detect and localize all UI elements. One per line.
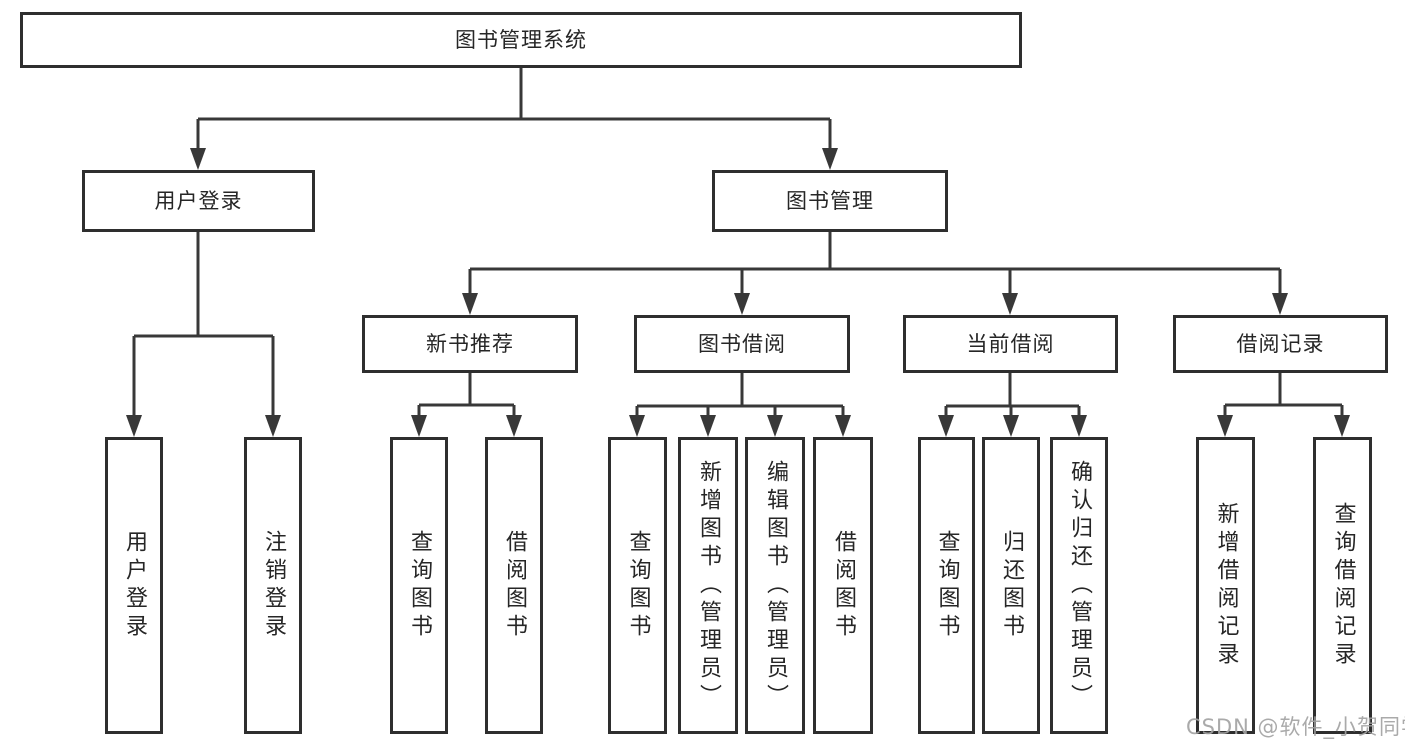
leaf-query-borrow-record: 查询借阅记录 xyxy=(1313,437,1372,734)
connector-newbook-branch xyxy=(417,373,516,417)
leaf-return-books: 归还图书 xyxy=(982,437,1040,734)
arrowheads xyxy=(126,148,1350,437)
leaf-confirm-return-admin: 确认归还（管理员） xyxy=(1050,437,1108,734)
leaf-add-books-admin: 新增图书（管理员） xyxy=(678,437,738,734)
arrow-down-icon xyxy=(835,415,851,437)
arrow-down-icon xyxy=(1334,415,1350,437)
node-book-borrow: 图书借阅 xyxy=(634,315,850,373)
leaf-logout: 注销登录 xyxy=(244,437,302,734)
arrow-down-icon xyxy=(734,293,750,315)
leaf-query-books-current: 查询图书 xyxy=(918,437,975,734)
arrow-down-icon xyxy=(1003,415,1019,437)
arrow-down-icon xyxy=(1002,293,1018,315)
arrow-down-icon xyxy=(462,293,478,315)
arrow-down-icon xyxy=(265,415,281,437)
node-user-login: 用户登录 xyxy=(82,170,315,232)
leaf-query-books-recommend: 查询图书 xyxy=(390,437,448,734)
leaf-borrow-books: 借阅图书 xyxy=(813,437,873,734)
connector-record-branch xyxy=(1223,373,1344,417)
node-borrow-record: 借阅记录 xyxy=(1173,315,1388,373)
arrow-down-icon xyxy=(822,148,838,170)
arrow-down-icon xyxy=(190,148,206,170)
arrow-down-icon xyxy=(629,415,645,437)
leaf-borrow-books-recommend: 借阅图书 xyxy=(485,437,543,734)
arrow-down-icon xyxy=(938,415,954,437)
node-new-book-recommend: 新书推荐 xyxy=(362,315,578,373)
connector-borrow-branch xyxy=(635,373,845,417)
node-current-borrow: 当前借阅 xyxy=(903,315,1118,373)
arrow-down-icon xyxy=(700,415,716,437)
leaf-add-borrow-record: 新增借阅记录 xyxy=(1196,437,1255,734)
connector-current-branch xyxy=(944,373,1081,417)
connector-user-branch xyxy=(132,232,275,417)
arrow-down-icon xyxy=(411,415,427,437)
node-root-system: 图书管理系统 xyxy=(20,12,1022,68)
arrow-down-icon xyxy=(1217,415,1233,437)
arrow-down-icon xyxy=(126,415,142,437)
connector-mgmt-branch xyxy=(468,232,1282,295)
arrow-down-icon xyxy=(1272,293,1288,315)
leaf-user-login: 用户登录 xyxy=(105,437,163,734)
node-book-management: 图书管理 xyxy=(712,170,948,232)
csdn-watermark: CSDN @软件_小贺同学 xyxy=(1186,715,1405,739)
leaf-query-books-borrow: 查询图书 xyxy=(608,437,667,734)
leaf-edit-books-admin: 编辑图书（管理员） xyxy=(745,437,805,734)
arrow-down-icon xyxy=(506,415,522,437)
arrow-down-icon xyxy=(1071,415,1087,437)
arrow-down-icon xyxy=(767,415,783,437)
connector-root-branch xyxy=(196,68,832,150)
